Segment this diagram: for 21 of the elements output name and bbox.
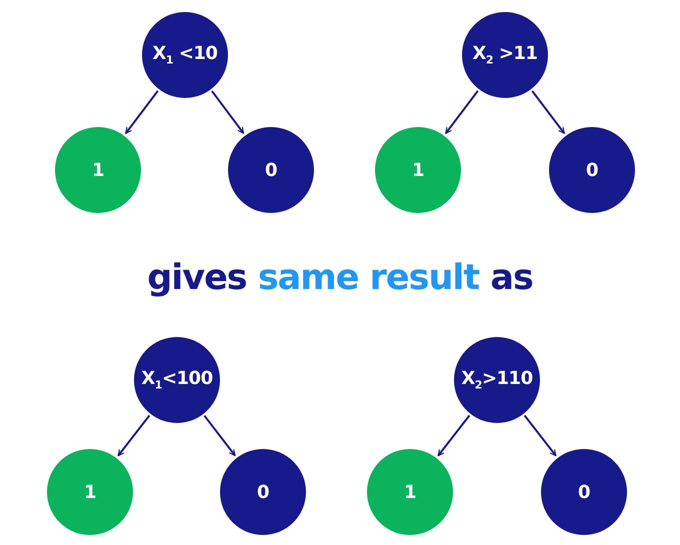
arrow [117, 414, 150, 456]
node-label: X$_{1}$<100 [141, 368, 213, 392]
arrow [531, 90, 566, 134]
arrow [204, 415, 236, 456]
caption-text: gives same result as [147, 258, 533, 298]
node-label: 0 [264, 160, 278, 180]
node-label: 1 [404, 482, 416, 502]
node-label: 1 [92, 160, 104, 180]
arrow [524, 414, 557, 456]
arrow [437, 414, 470, 456]
node-label: 1 [412, 160, 424, 180]
node-label: X$_{2}$ >11 [472, 43, 538, 67]
node-label: X$_{2}$>110 [461, 368, 533, 392]
arrow [211, 90, 244, 134]
node-label: 0 [256, 482, 270, 502]
node-label: X$_{1}$ <10 [152, 43, 218, 67]
node-label: 1 [84, 482, 96, 502]
arrow [444, 90, 479, 134]
node-label: 0 [578, 482, 590, 502]
arrow [124, 90, 159, 134]
node-label: 0 [586, 160, 598, 180]
